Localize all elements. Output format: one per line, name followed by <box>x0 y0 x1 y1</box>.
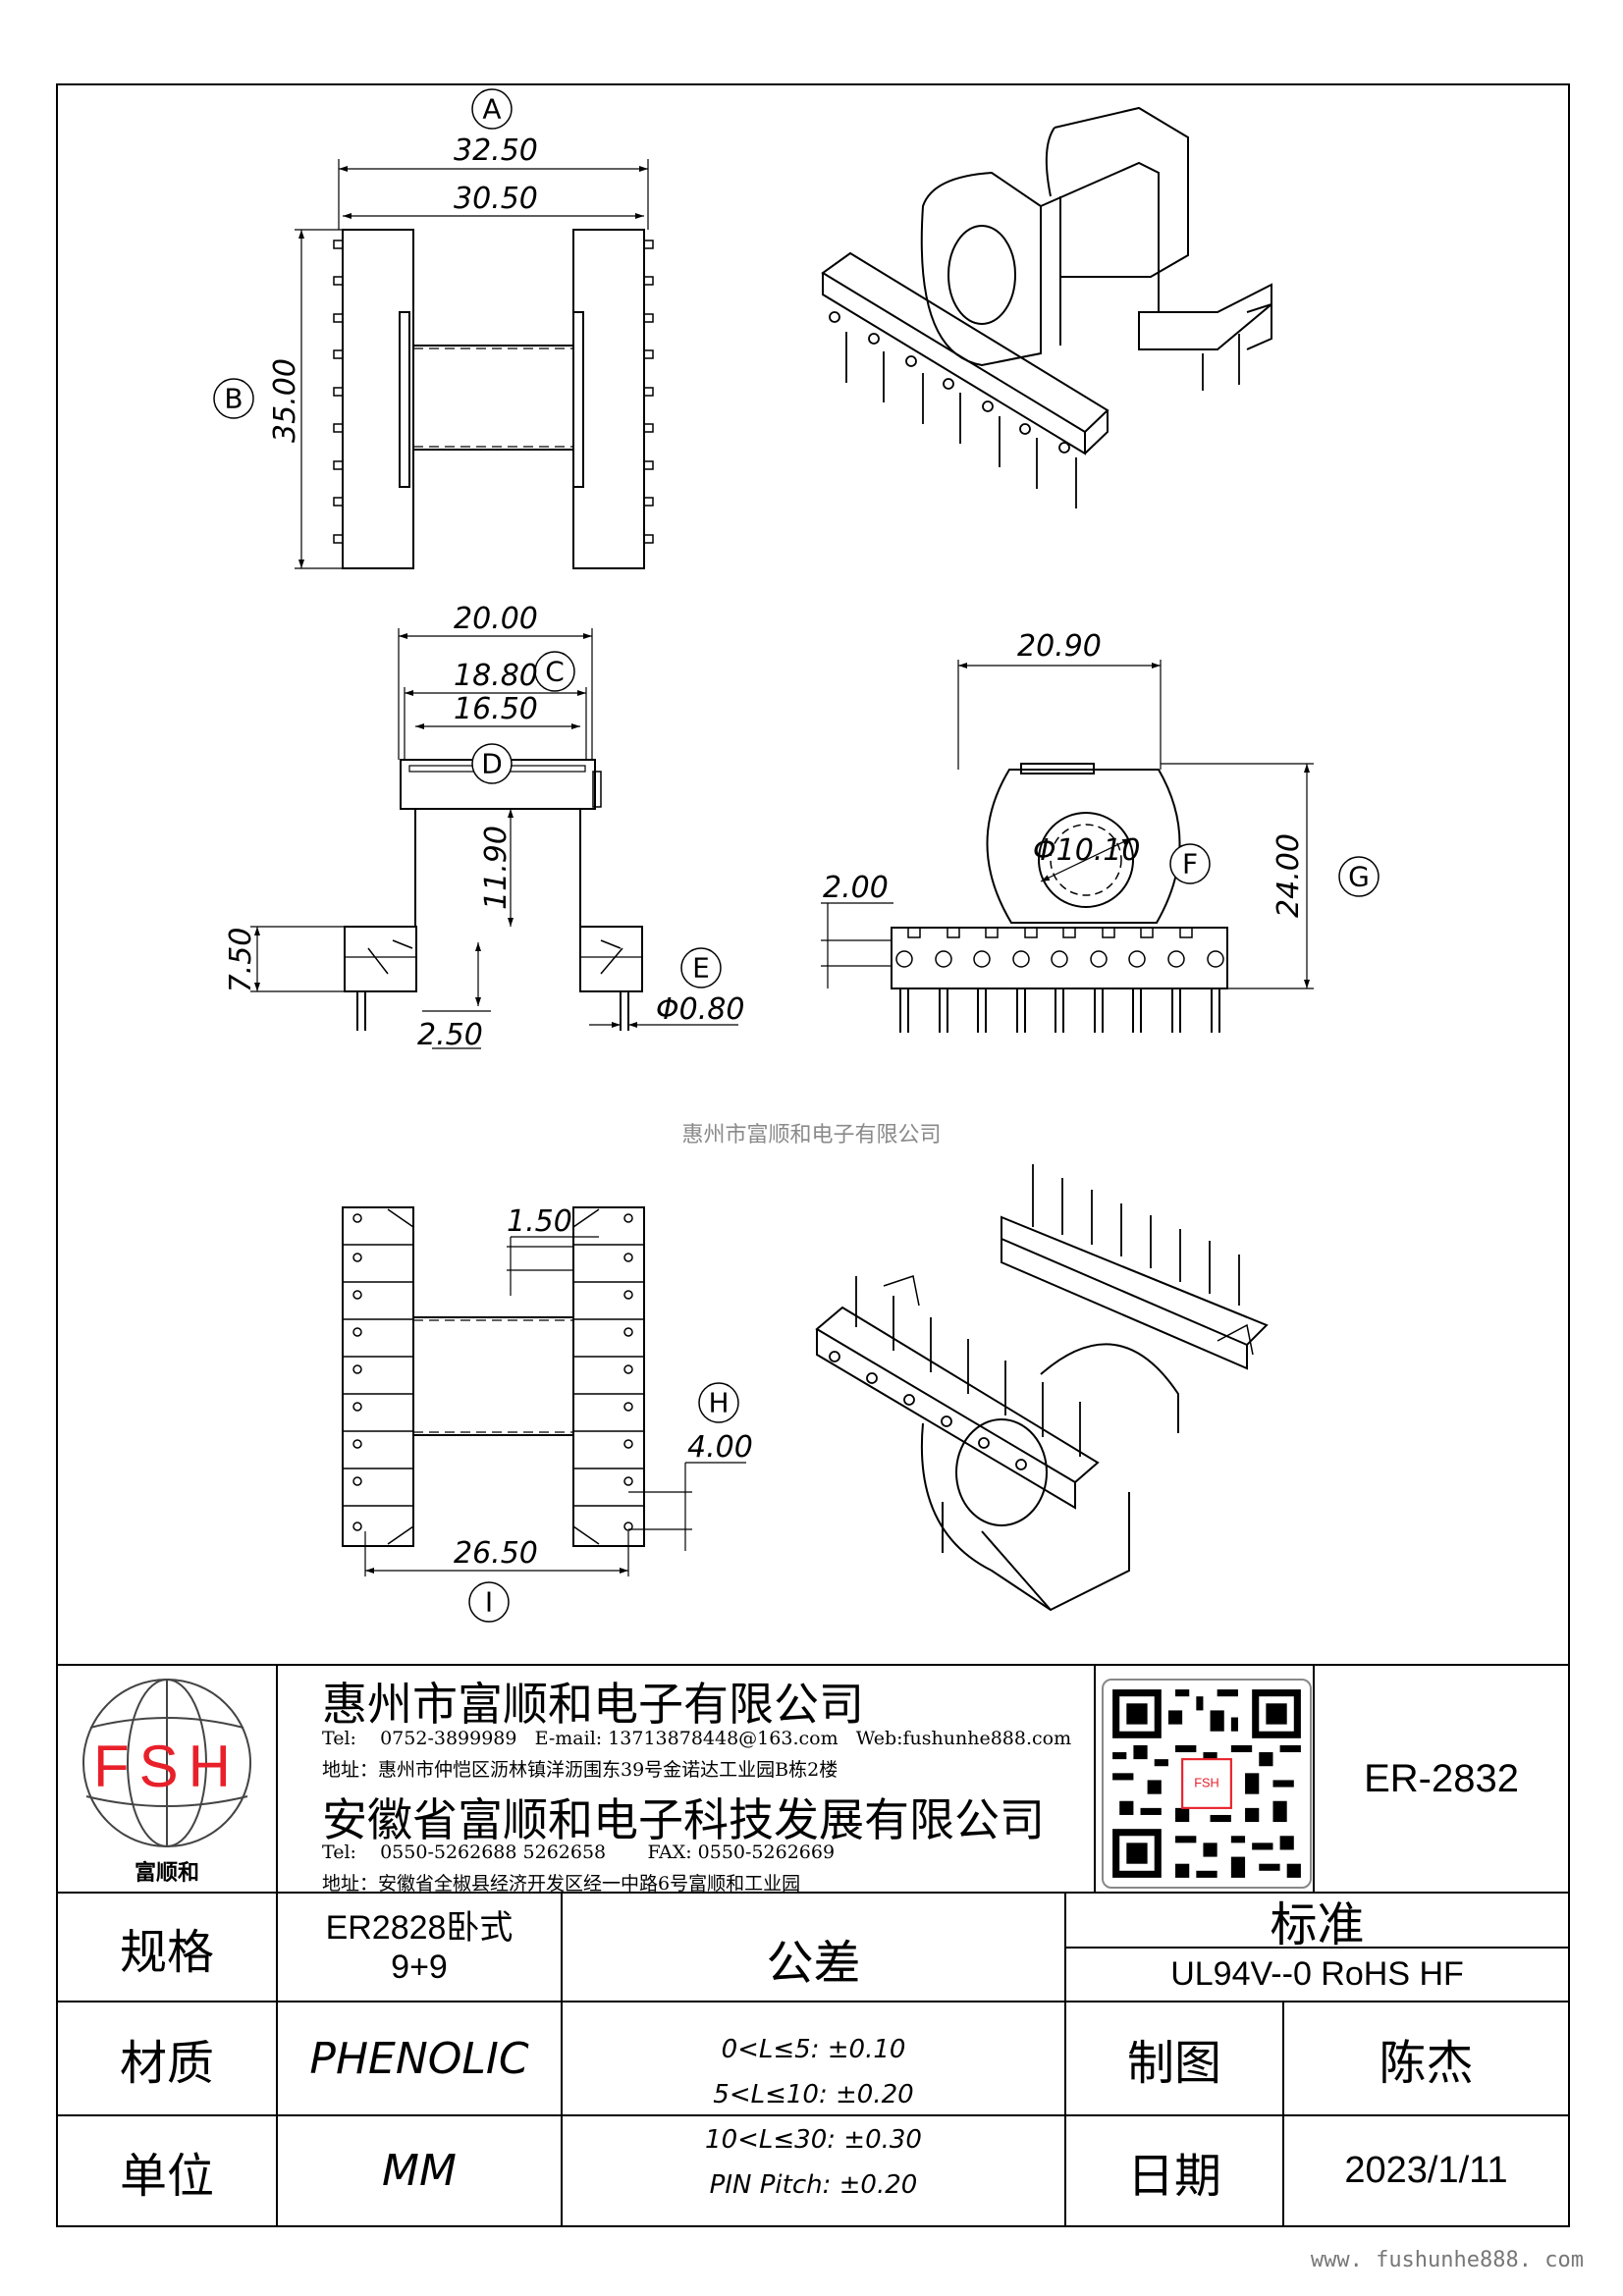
marker-A: A <box>482 93 501 126</box>
isometric-view-bottom <box>815 1164 1269 1612</box>
tolerance-1: 0<L≤5: ±0.10 <box>721 2035 906 2064</box>
unit-value: MM <box>382 2146 457 2196</box>
company1-address: 地址：惠州市仲恺区沥林镇洋沥围东39号金诺达工业园B栋2楼 <box>322 1759 839 1781</box>
marker-G: G <box>1348 861 1370 893</box>
qr-pattern: FSH <box>1112 1689 1301 1878</box>
logo-letters: FSH <box>93 1734 241 1799</box>
isometric-view-top <box>821 106 1272 508</box>
tolerance-list: 0<L≤5: ±0.10 5<L≤10: ±0.20 10<L≤30: ±0.3… <box>562 2027 1065 2208</box>
dim-C0: 20.00 <box>454 602 538 636</box>
spec-value-line2: 9+9 <box>391 1948 448 1986</box>
dim-pin-offset: 2.50 <box>417 1018 483 1052</box>
marker-B: B <box>224 383 243 415</box>
dim-F-width: 20.90 <box>1017 629 1102 664</box>
marker-H: H <box>708 1387 729 1419</box>
marker-C: C <box>545 656 565 688</box>
dimension-labels: 32.50 30.50 35.00 20.00 18.80 16.50 11.9… <box>224 133 1306 1571</box>
company2-address: 地址：安徽省全椒县经济开发区经一中路6号富顺和工业园 <box>322 1873 801 1895</box>
dim-D: 16.50 <box>454 692 538 726</box>
dim-pin-gap: 2.00 <box>823 871 889 905</box>
standard-label: 标准 <box>1270 1897 1365 1952</box>
marker-F: F <box>1182 848 1198 881</box>
marker-letters: A B C D E F G H I <box>224 93 1369 1619</box>
spec-value: ER2828卧式 9+9 <box>277 1893 562 2002</box>
company2-tel-label: Tel: <box>322 1842 356 1863</box>
tolerance-4: PIN Pitch: ±0.20 <box>709 2170 918 2200</box>
company2-name: 安徽省富顺和电子科技发展有限公司 <box>322 1793 1045 1846</box>
date-label: 日期 <box>1126 2148 1221 2204</box>
marker-D: D <box>481 748 503 780</box>
tolerance-label: 公差 <box>766 1936 861 1991</box>
model-number: ER-2832 <box>1364 1756 1519 1800</box>
bottom-view <box>342 1206 746 1576</box>
footer-url: www. fushunhe888. com <box>1310 2248 1584 2272</box>
dim-side-height: 7.50 <box>224 928 258 993</box>
company1-email: E-mail: 13713878448@163.com <box>534 1728 839 1749</box>
unit-label: 单位 <box>119 2148 214 2204</box>
side-view <box>821 660 1314 1033</box>
marker-circles <box>213 88 1380 1623</box>
tolerance-3: 10<L≤30: ±0.30 <box>705 2125 922 2155</box>
dim-F: Φ10.10 <box>1033 833 1141 868</box>
date-value: 2023/1/11 <box>1344 2150 1508 2191</box>
dim-H-top: 1.50 <box>507 1204 572 1239</box>
dim-A: 32.50 <box>454 133 538 168</box>
dim-E: Φ0.80 <box>656 992 744 1027</box>
watermark: 惠州市富顺和电子有限公司 <box>681 1123 942 1148</box>
material-label: 材质 <box>119 2036 214 2091</box>
drawn-value: 陈杰 <box>1379 2036 1474 2091</box>
title-block-grid <box>57 1665 1569 2226</box>
qr-logo: FSH <box>1194 1776 1219 1790</box>
company1-tel: 0752-3899989 <box>380 1728 517 1749</box>
dim-I: 26.50 <box>454 1536 538 1571</box>
dim-D-height: 11.90 <box>479 826 514 910</box>
dim-H: 4.00 <box>687 1430 753 1465</box>
company2-contact: Tel: 0550-5262688 5262658 FAX: 0550-5262… <box>322 1842 835 1863</box>
qr-code: FSH <box>1102 1679 1312 1889</box>
tolerance-2: 5<L≤10: ±0.20 <box>713 2080 914 2109</box>
marker-I: I <box>485 1586 493 1619</box>
front-view <box>250 628 738 1049</box>
company2-fax: FAX: 0550-5262669 <box>647 1842 836 1863</box>
company1-web: Web:fushunhe888.com <box>855 1728 1072 1749</box>
company1-tel-label: Tel: <box>322 1728 356 1749</box>
company1-contact: Tel: 0752-3899989 E-mail: 13713878448@16… <box>322 1728 1071 1749</box>
dim-A2: 30.50 <box>454 182 538 216</box>
drawing-frame <box>56 83 1570 2227</box>
top-view <box>295 159 654 569</box>
marker-E: E <box>692 952 710 985</box>
fsh-logo-globe <box>82 1679 251 1847</box>
spec-value-line1: ER2828卧式 <box>325 1908 514 1947</box>
spec-label: 规格 <box>119 1924 214 1980</box>
material-value: PHENOLIC <box>309 2033 529 2084</box>
dim-C: 18.80 <box>454 659 538 693</box>
dim-G: 24.00 <box>1271 833 1306 918</box>
drawn-label: 制图 <box>1126 2036 1221 2091</box>
dim-B: 35.00 <box>268 358 302 443</box>
company1-name: 惠州市富顺和电子有限公司 <box>322 1678 864 1731</box>
company2-tel: 0550-5262688 5262658 <box>380 1842 607 1863</box>
standard-value: UL94V--0 RoHS HF <box>1170 1955 1464 1993</box>
logo-caption: 富顺和 <box>134 1860 199 1886</box>
